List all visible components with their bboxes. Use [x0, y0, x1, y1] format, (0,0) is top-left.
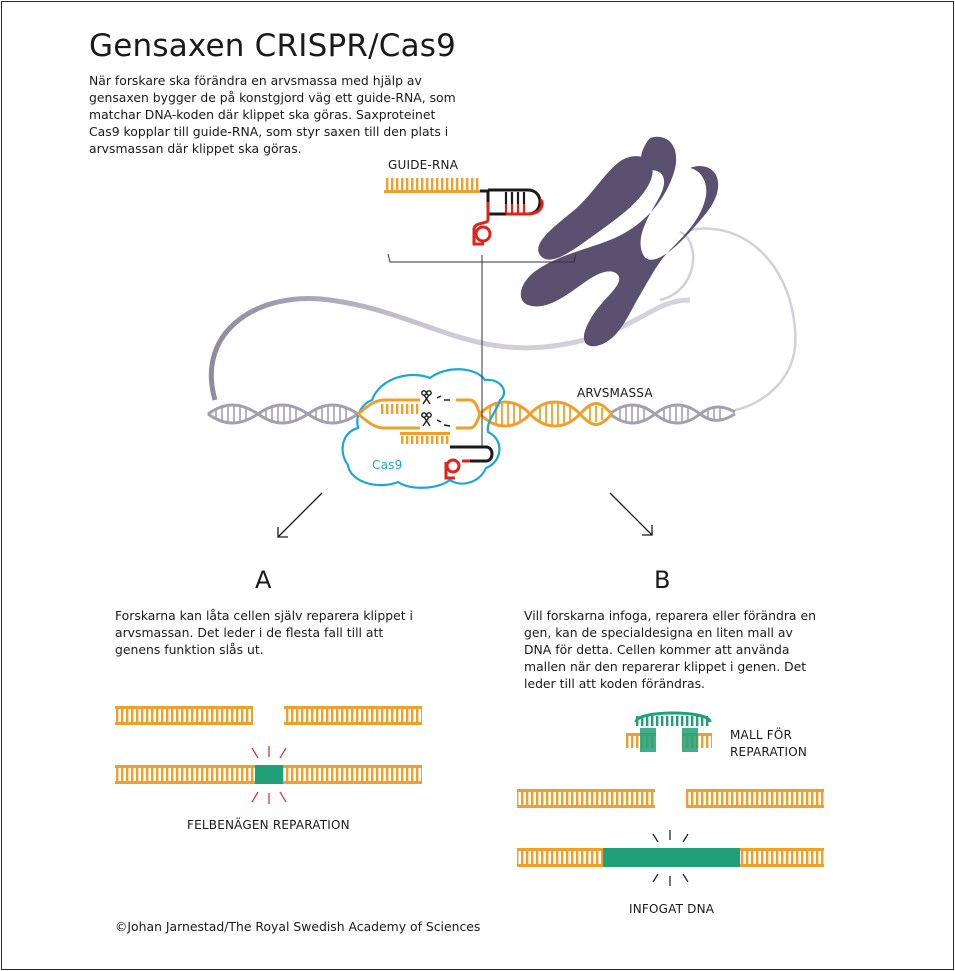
- dna-helix-orange-rungs: [489, 401, 603, 427]
- panel-b-inserted-dna: [517, 848, 824, 867]
- dna-helix-gray-left: [207, 403, 359, 425]
- guide-rna-bracket: [387, 253, 577, 263]
- intro-text: När forskare ska förändra en arvsmassa m…: [89, 73, 456, 156]
- page-title: Gensaxen CRISPR/Cas9: [89, 28, 457, 64]
- mall-label: MALL FÖR REPARATION: [730, 727, 807, 761]
- felbenagen-label: FELBENÄGEN REPARATION: [187, 818, 350, 832]
- panel-a-text: Forskarna kan låta cellen själv reparera…: [115, 608, 413, 657]
- credit-text: ©Johan Jarnestad/The Royal Swedish Acade…: [115, 919, 481, 934]
- dna-helix-orange: [478, 400, 614, 428]
- dna-loop-strand: [208, 296, 691, 401]
- guide-rna-molecule: [384, 178, 544, 246]
- mall-label-line2: REPARATION: [730, 745, 808, 759]
- arvsmassa-label: ARVSMASSA: [577, 386, 653, 400]
- panel-a-letter: A: [255, 566, 272, 594]
- panel-a-spark-lines: [251, 746, 287, 804]
- panel-b-letter: B: [654, 566, 671, 594]
- panel-b-text: Vill forskarna infoga, reparera eller fö…: [524, 608, 816, 691]
- dna-helix-gray-right: [609, 403, 736, 425]
- mall-label-line1: MALL FÖR: [730, 728, 793, 742]
- chromosome-shape: [520, 136, 719, 347]
- dna-helix-gray-left-rungs: [215, 404, 347, 424]
- cas9-dna-strands: [357, 398, 482, 444]
- guide-rna-label: GUIDE-RNA: [388, 158, 459, 172]
- chromosome-tail: [659, 230, 695, 302]
- cas9-label: Cas9: [372, 458, 403, 472]
- panel-b-cut-dna: [517, 789, 824, 808]
- arrow-to-a: [277, 492, 323, 538]
- panel-b-template-dna: [626, 711, 712, 752]
- panel-b-spark-lines: [652, 830, 689, 886]
- cas9-protein-outline: [341, 368, 506, 489]
- dna-helix-gray-right-rungs: [619, 404, 721, 424]
- panel-a-cut-dna: [115, 706, 422, 725]
- panel-a-repaired-dna: [115, 765, 422, 784]
- arrow-to-b: [609, 492, 653, 536]
- dna-loop-strand-right: [689, 227, 797, 412]
- infogat-label: INFOGAT DNA: [629, 902, 715, 916]
- scissors-icon: [421, 390, 451, 427]
- guide-rna-in-cas9: [444, 255, 494, 480]
